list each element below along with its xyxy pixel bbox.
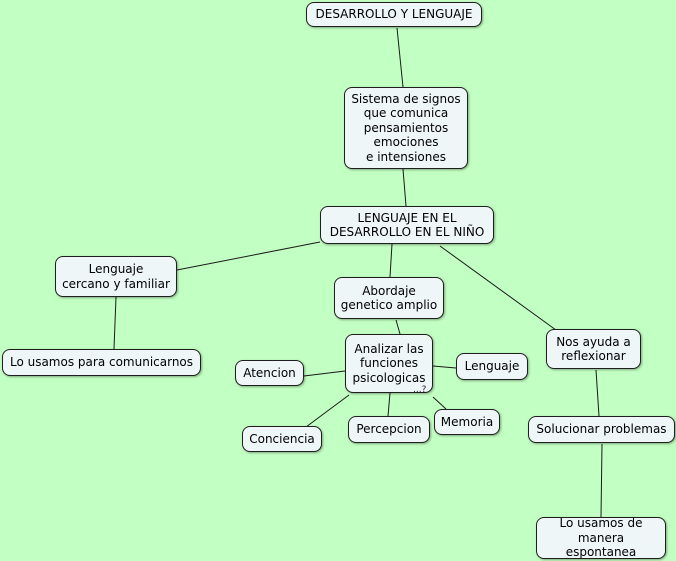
node-percepcion[interactable]: Percepcion bbox=[348, 416, 430, 443]
link-abordaje-analizar bbox=[395, 319, 401, 335]
node-desarrollo-y-lenguaje[interactable]: DESARROLLO Y LENGUAJE bbox=[306, 2, 482, 27]
link-desarrollo-sistema bbox=[396, 27, 404, 88]
node-nos-ayuda-reflexionar[interactable]: Nos ayuda a reflexionar bbox=[546, 329, 641, 369]
link-lenguaje-nino-cercano bbox=[176, 241, 321, 271]
node-sistema-de-signos[interactable]: Sistema de signos que comunica pensamien… bbox=[344, 87, 468, 169]
link-cercano-usamos bbox=[113, 296, 117, 350]
node-usamos-espontanea[interactable]: Lo usamos de manera espontanea bbox=[536, 516, 666, 559]
link-analizar-lenguaje bbox=[432, 365, 457, 369]
link-analizar-percepcion bbox=[387, 392, 391, 417]
node-lenguaje[interactable]: Lenguaje bbox=[456, 353, 528, 380]
link-lenguaje-nino-reflexionar bbox=[439, 245, 557, 331]
node-usamos-comunicarnos[interactable]: Lo usamos para comunicarnos bbox=[2, 349, 201, 376]
link-reflexionar-solucionar bbox=[595, 369, 600, 417]
link-solucionar-espontanea bbox=[600, 443, 603, 518]
link-analizar-memoria bbox=[432, 396, 447, 410]
node-abordaje-genetico[interactable]: Abordaje genetico amplio bbox=[334, 277, 444, 319]
link-sistema-lenguaje-nino bbox=[402, 168, 407, 207]
node-atencion[interactable]: Atencion bbox=[235, 360, 304, 386]
question-marker: ...? bbox=[413, 385, 427, 395]
node-solucionar-problemas[interactable]: Solucionar problemas bbox=[528, 416, 675, 443]
link-lenguaje-nino-abordaje bbox=[389, 243, 393, 278]
node-lenguaje-desarrollo-nino[interactable]: LENGUAJE EN EL DESARROLLO EN EL NIÑO bbox=[320, 206, 494, 244]
node-memoria[interactable]: Memoria bbox=[434, 409, 500, 435]
node-analizar-funciones[interactable]: Analizar las funciones psicologicas bbox=[345, 334, 433, 393]
link-analizar-atencion bbox=[303, 370, 346, 377]
link-analizar-conciencia bbox=[305, 394, 350, 428]
node-conciencia[interactable]: Conciencia bbox=[242, 426, 322, 452]
node-lenguaje-cercano[interactable]: Lenguaje cercano y familiar bbox=[55, 256, 177, 297]
